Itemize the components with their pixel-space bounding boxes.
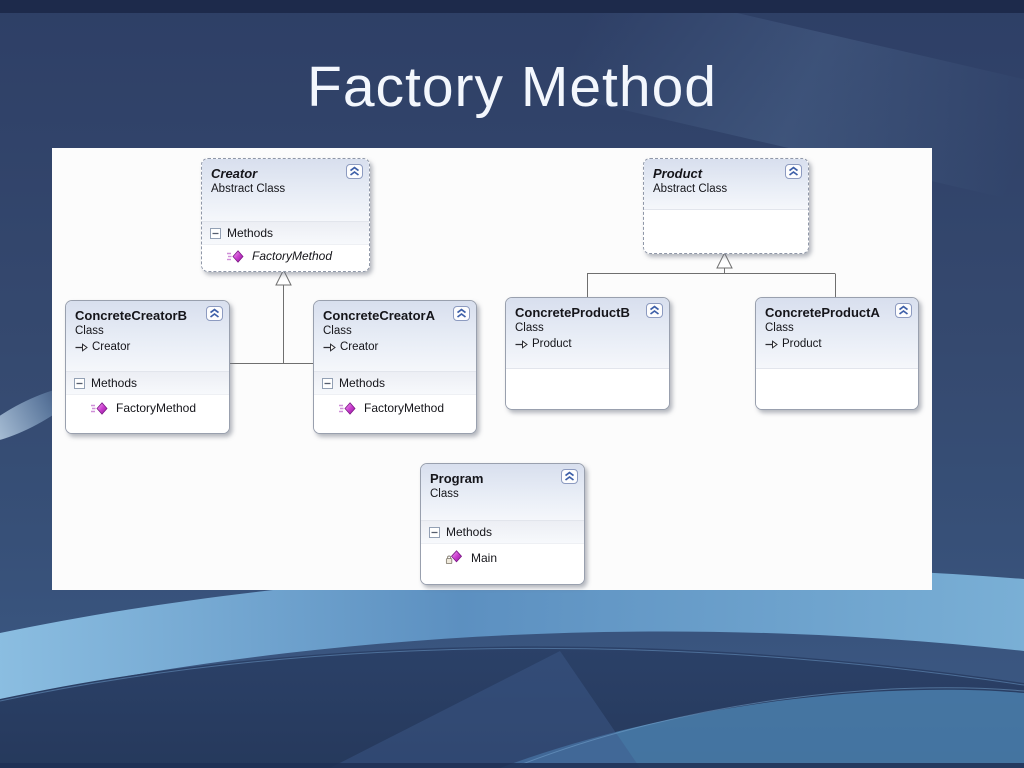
section-label: Methods xyxy=(446,525,493,539)
member-row[interactable]: FactoryMethod xyxy=(202,245,369,267)
member-row[interactable]: FactoryMethod xyxy=(314,395,476,419)
methods-section-header[interactable]: Methods xyxy=(314,372,476,395)
class-header: ConcreteProductB Class Product xyxy=(506,298,669,368)
diagram-canvas: Creator Abstract Class Methods FactoryMe… xyxy=(52,148,932,590)
hollow-arrow-right-icon xyxy=(515,339,528,349)
class-header: ConcreteCreatorB Class Creator xyxy=(66,301,229,371)
inheritance-connectors xyxy=(228,251,836,364)
member-name: FactoryMethod xyxy=(364,401,445,415)
class-body: Methods FactoryMethod xyxy=(314,371,476,433)
bottom-border-strip xyxy=(0,763,1024,768)
class-body-empty xyxy=(506,368,669,409)
class-kind: Class xyxy=(515,322,544,334)
purple-diamond-with-lock-icon xyxy=(445,550,463,565)
minus-box-icon[interactable] xyxy=(429,526,440,538)
class-header: ConcreteProductA Class Product xyxy=(756,298,918,368)
class-body-empty xyxy=(644,209,808,253)
class-box-concreteproductb[interactable]: ConcreteProductB Class Product xyxy=(505,297,670,410)
top-border-strip xyxy=(0,0,1024,13)
class-header: Product Abstract Class xyxy=(644,159,808,209)
inherits-row: Product xyxy=(765,336,909,352)
chevrons-up-icon[interactable] xyxy=(346,164,363,179)
section-label: Methods xyxy=(227,226,274,240)
minus-box-icon[interactable] xyxy=(322,377,333,389)
class-header: ConcreteCreatorA Class Creator xyxy=(314,301,476,371)
class-body: Methods Main xyxy=(421,520,584,584)
class-box-creator[interactable]: Creator Abstract Class Methods FactoryMe… xyxy=(201,158,370,272)
chevrons-up-icon[interactable] xyxy=(453,306,470,321)
chevrons-up-icon[interactable] xyxy=(206,306,223,321)
inherits-name: Creator xyxy=(92,341,131,353)
hollow-arrow-right-icon xyxy=(765,339,778,349)
class-name: ConcreteProductB xyxy=(515,305,630,320)
class-kind: Class xyxy=(323,325,352,337)
section-label: Methods xyxy=(91,376,138,390)
class-name: ConcreteProductA xyxy=(765,305,880,320)
methods-section-header[interactable]: Methods xyxy=(66,372,229,395)
class-header: Program Class xyxy=(421,464,584,520)
class-box-concreteproducta[interactable]: ConcreteProductA Class Product xyxy=(755,297,919,410)
methods-section-header[interactable]: Methods xyxy=(421,521,584,544)
background-waves xyxy=(0,566,1024,768)
member-name: FactoryMethod xyxy=(116,401,197,415)
class-body-empty xyxy=(756,368,918,409)
class-body: Methods FactoryMethod xyxy=(66,371,229,433)
class-name: Program xyxy=(430,471,484,486)
class-header: Creator Abstract Class xyxy=(202,159,369,221)
inheritance-triangle xyxy=(716,251,733,269)
inherits-name: Creator xyxy=(340,341,379,353)
class-name: Product xyxy=(653,166,703,181)
inherits-row: Product xyxy=(515,336,660,352)
inherits-row: Creator xyxy=(323,339,467,355)
chevrons-up-icon[interactable] xyxy=(646,303,663,318)
class-box-concretecreatorb[interactable]: ConcreteCreatorB Class Creator Methods xyxy=(65,300,230,434)
class-box-concretecreatora[interactable]: ConcreteCreatorA Class Creator Methods xyxy=(313,300,477,434)
methods-section-header[interactable]: Methods xyxy=(202,222,369,245)
class-name: ConcreteCreatorA xyxy=(323,308,435,323)
class-kind: Class xyxy=(765,322,794,334)
class-name: Creator xyxy=(211,166,258,181)
minus-box-icon[interactable] xyxy=(74,377,85,389)
chevrons-up-icon[interactable] xyxy=(785,164,802,179)
section-label: Methods xyxy=(339,376,386,390)
member-name: FactoryMethod xyxy=(252,249,333,263)
class-kind: Abstract Class xyxy=(653,183,728,195)
purple-diamond-method-icon xyxy=(338,401,356,415)
page-title: Factory Method xyxy=(307,55,717,119)
hollow-arrow-right-icon xyxy=(323,342,336,352)
purple-diamond-method-icon xyxy=(226,249,244,263)
member-row[interactable]: Main xyxy=(421,544,584,569)
class-box-program[interactable]: Program Class Methods Main xyxy=(420,463,585,585)
inherits-name: Product xyxy=(532,338,572,350)
chevrons-up-icon[interactable] xyxy=(561,469,578,484)
purple-diamond-method-icon xyxy=(90,401,108,415)
minus-box-icon[interactable] xyxy=(210,227,221,239)
chevrons-up-icon[interactable] xyxy=(895,303,912,318)
member-row[interactable]: FactoryMethod xyxy=(66,395,229,419)
inheritance-triangle xyxy=(275,268,292,286)
class-kind: Abstract Class xyxy=(211,183,286,195)
hollow-arrow-right-icon xyxy=(75,342,88,352)
class-box-product[interactable]: Product Abstract Class xyxy=(643,158,809,254)
member-name: Main xyxy=(471,550,498,565)
inherits-row: Creator xyxy=(75,339,220,355)
class-kind: Class xyxy=(75,325,104,337)
class-kind: Class xyxy=(430,488,459,500)
class-body: Methods FactoryMethod xyxy=(202,221,369,271)
inherits-name: Product xyxy=(782,338,822,350)
class-name: ConcreteCreatorB xyxy=(75,308,187,323)
